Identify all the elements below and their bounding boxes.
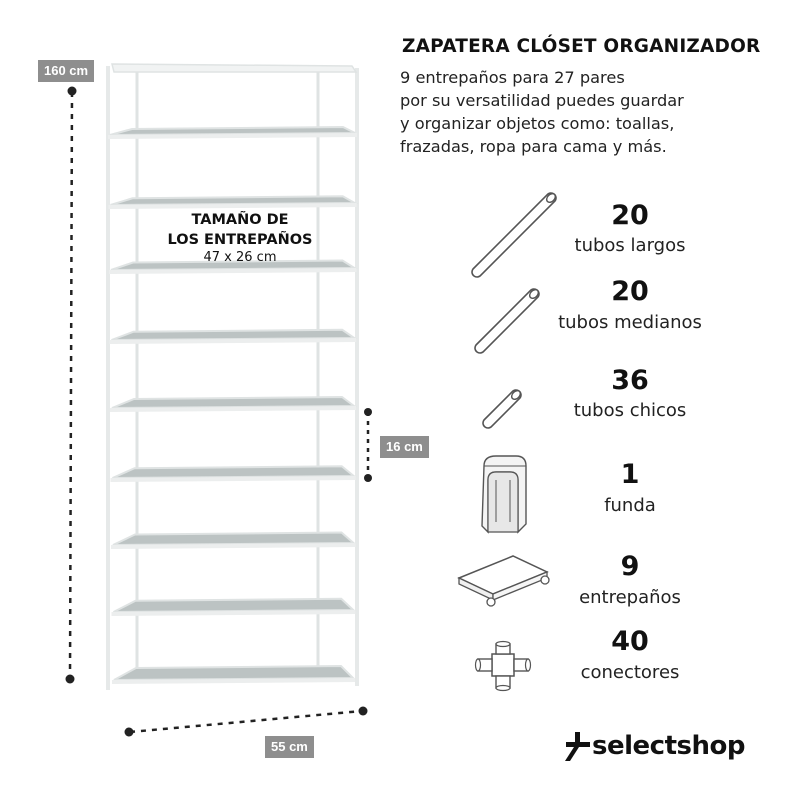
- long-tube-icon: [471, 192, 557, 278]
- rack-shelf: [112, 531, 357, 546]
- rack-shelf-bar: [110, 476, 356, 482]
- brand-logo: selectshop: [562, 730, 745, 762]
- component-label-shelves: entrepaños: [579, 587, 681, 608]
- component-label-connectors: conectores: [580, 662, 680, 683]
- shelf-size-title-line2: LOS ENTREPAÑOS: [167, 232, 313, 248]
- cover-icon: [481, 455, 527, 534]
- description-line: 9 entrepaños para 27 pares: [400, 68, 625, 87]
- rack-shelf: [111, 328, 358, 341]
- component-label-medium-tubes: tubos medianos: [558, 312, 702, 333]
- component-count-cover: 1: [620, 459, 640, 490]
- shelf-gap-tag: 16 cm: [380, 436, 429, 458]
- rack-shelf: [112, 465, 357, 479]
- rack-shelf: [110, 259, 358, 271]
- connector-icon: [474, 640, 532, 692]
- product-title: ZAPATERA CLÓSET ORGANIZADOR: [402, 36, 761, 57]
- shoe-rack-illustration: [65, 63, 372, 737]
- rack-shelf-bar: [107, 133, 358, 139]
- rack-shelf-bar: [109, 406, 357, 412]
- medium-tube-icon: [474, 288, 540, 354]
- description-line: y organizar objetos como: toallas,: [400, 114, 675, 133]
- brand-name: selectshop: [592, 731, 745, 761]
- short-tube-icon: [482, 389, 522, 429]
- rack-shelf-bar: [109, 338, 357, 344]
- component-count-connectors: 40: [611, 626, 649, 657]
- rack-shelf-bar: [111, 610, 356, 616]
- product-description: 9 entrepaños para 27 pares por su versat…: [400, 66, 795, 158]
- rack-shelf-bar: [110, 543, 356, 549]
- rack-top: [111, 63, 358, 73]
- component-count-short-tubes: 36: [611, 365, 649, 396]
- component-label-cover: funda: [604, 495, 656, 516]
- rack-shelf: [110, 195, 359, 206]
- rack-shelf-bar: [108, 203, 357, 209]
- component-label-short-tubes: tubos chicos: [573, 400, 687, 421]
- rack-shelf: [113, 597, 356, 613]
- rack-shelf-bar: [111, 678, 356, 684]
- rack-shelf: [113, 664, 356, 681]
- rack-shelf: [111, 395, 357, 409]
- component-label-long-tubes: tubos largos: [574, 235, 686, 256]
- description-line: frazadas, ropa para cama y más.: [400, 137, 667, 156]
- shelf-size-title: TAMAÑO DE LOS ENTREPAÑOS: [140, 210, 340, 250]
- shelf-size-title-line1: TAMAÑO DE: [191, 212, 289, 228]
- shelf-size-value: 47 x 26 cm: [203, 250, 277, 265]
- rack-shelf: [109, 125, 356, 136]
- height-tag: 160 cm: [38, 60, 95, 82]
- component-count-shelves: 9: [620, 551, 640, 582]
- rack-shelf-bar: [108, 268, 357, 274]
- component-count-medium-tubes: 20: [611, 276, 649, 307]
- shelf-icon: [457, 555, 550, 607]
- description-line: por su versatilidad puedes guardar: [400, 91, 684, 110]
- width-tag: 55 cm: [265, 736, 314, 758]
- component-count-long-tubes: 20: [611, 200, 649, 231]
- brand-mark-icon: [565, 732, 590, 761]
